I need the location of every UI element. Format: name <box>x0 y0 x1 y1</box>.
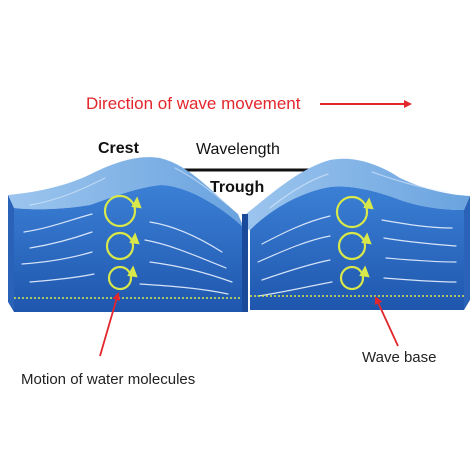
wave-front-left <box>14 185 244 312</box>
wave-block-left <box>8 157 244 312</box>
trough-label: Trough <box>210 179 265 196</box>
orbit-circles-right <box>335 195 374 291</box>
pointer-arrow-wave-base <box>374 296 399 347</box>
wave-front-right <box>250 186 464 310</box>
direction-label: Direction of wave movement <box>86 94 301 113</box>
orbit-circles-left <box>103 194 142 291</box>
crest-label: Crest <box>98 140 139 157</box>
wave-top-surface-right <box>244 158 470 230</box>
wave-top-surface-left <box>8 157 244 228</box>
wavelength-label: Wavelength <box>196 141 280 158</box>
wave-base-label: Wave base <box>362 349 437 366</box>
motion-label: Motion of water molecules <box>21 371 196 388</box>
pointer-arrow-motion <box>99 292 121 357</box>
wave-block-right <box>242 158 470 312</box>
